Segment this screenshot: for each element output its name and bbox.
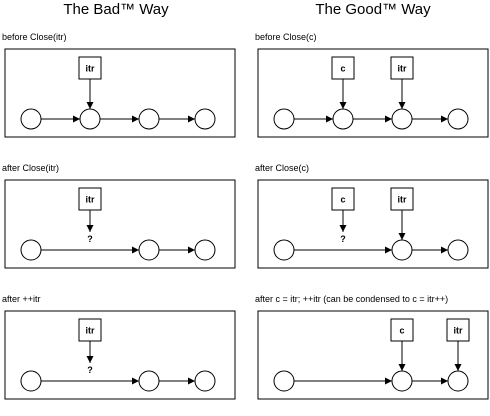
pointer-label: c (399, 326, 404, 336)
dangling-question-mark: ? (87, 365, 93, 375)
pointer-label: c (340, 64, 345, 74)
column-title: The Bad™ Way (63, 1, 169, 18)
list-node (138, 239, 160, 261)
pointer-label: itr (86, 326, 95, 336)
panel-label: before Close(itr) (2, 32, 67, 42)
panel-frame (4, 310, 236, 400)
pointer-label: itr (398, 195, 407, 205)
list-node (391, 239, 413, 261)
pointer-label: itr (454, 326, 463, 336)
state-panel: before Close(itr) itr (2, 32, 236, 138)
pointer-label: itr (398, 64, 407, 74)
panel-frame (257, 310, 489, 400)
pointer-label: itr (86, 195, 95, 205)
panel-label: before Close(c) (255, 32, 317, 42)
panel-label: after c = itr; ++itr (can be condensed t… (255, 294, 448, 304)
panel-label: after Close(itr) (2, 163, 59, 173)
list-node (273, 108, 295, 130)
panel-frame (4, 48, 236, 138)
list-node (447, 370, 469, 392)
list-node (20, 239, 42, 261)
list-node (138, 370, 160, 392)
list-node (194, 108, 216, 130)
panel-label: after ++itr (2, 294, 41, 304)
state-panel: after ++itr itr? (2, 294, 236, 400)
state-panel: after c = itr; ++itr (can be condensed t… (255, 294, 489, 400)
state-panel: before Close(c) c itr (255, 32, 489, 138)
list-node (194, 239, 216, 261)
panel-frame (257, 48, 489, 138)
list-node (447, 108, 469, 130)
list-node (273, 239, 295, 261)
list-node (391, 108, 413, 130)
dangling-question-mark: ? (87, 234, 93, 244)
panel-frame (4, 179, 236, 269)
state-panel: after Close(c) c? itr (255, 163, 489, 269)
pointer-label: c (340, 195, 345, 205)
pointer-label: itr (86, 64, 95, 74)
list-node (194, 370, 216, 392)
list-node (273, 370, 295, 392)
list-node (20, 108, 42, 130)
dangling-question-mark: ? (340, 234, 346, 244)
panel-frame (257, 179, 489, 269)
panel-label: after Close(c) (255, 163, 309, 173)
list-node (20, 370, 42, 392)
list-node (332, 108, 354, 130)
list-node (79, 108, 101, 130)
list-node (447, 239, 469, 261)
list-node (391, 370, 413, 392)
column-title: The Good™ Way (315, 1, 431, 18)
state-panel: after Close(itr) itr? (2, 163, 236, 269)
list-node (138, 108, 160, 130)
